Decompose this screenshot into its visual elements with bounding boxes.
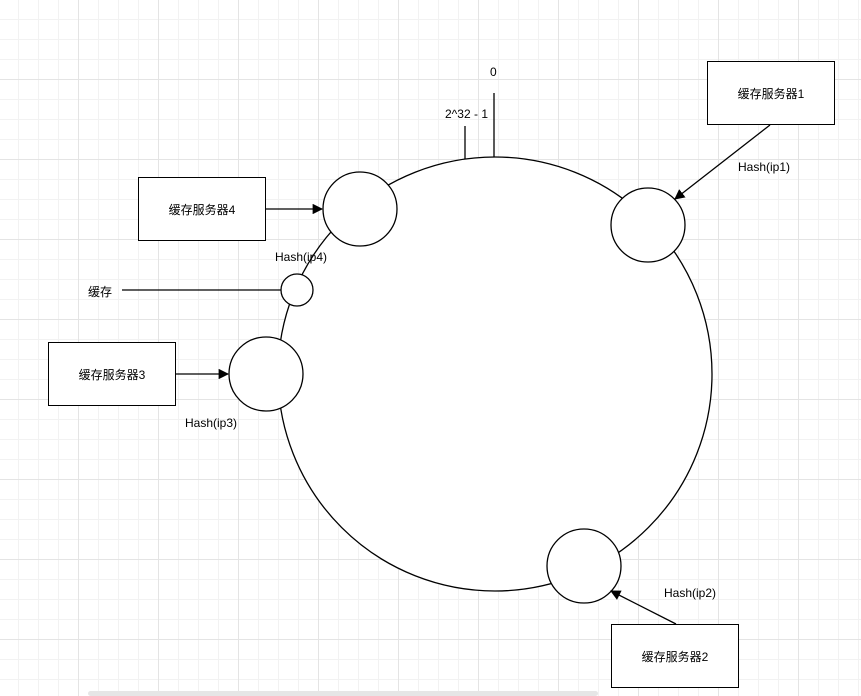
- server-box-2[interactable]: 缓存服务器2: [611, 624, 739, 688]
- hash-ip3-label: Hash(ip3): [185, 416, 238, 430]
- ring-max-label: 2^32 - 1: [445, 107, 488, 121]
- server-node-3[interactable]: [228, 336, 304, 412]
- server-box-4[interactable]: 缓存服务器4: [138, 177, 266, 241]
- arrow-server-2: [610, 590, 677, 625]
- server-node-4[interactable]: [322, 171, 398, 247]
- hash-ip1-label: Hash(ip1): [738, 160, 791, 174]
- arrow-server-1: [674, 124, 771, 200]
- server-box-3[interactable]: 缓存服务器3: [48, 342, 176, 406]
- server-node-1[interactable]: [610, 187, 686, 263]
- server-node-2[interactable]: [546, 528, 622, 604]
- server-box-1[interactable]: 缓存服务器1: [707, 61, 835, 125]
- cache-node[interactable]: [280, 273, 314, 307]
- horizontal-scrollbar[interactable]: [88, 691, 598, 696]
- hash-ip2-label: Hash(ip2): [664, 586, 717, 600]
- ring-zero-label: 0: [490, 65, 497, 79]
- cache-label: 缓存: [88, 285, 113, 299]
- hash-ip4-label: Hash(ip4): [275, 250, 328, 264]
